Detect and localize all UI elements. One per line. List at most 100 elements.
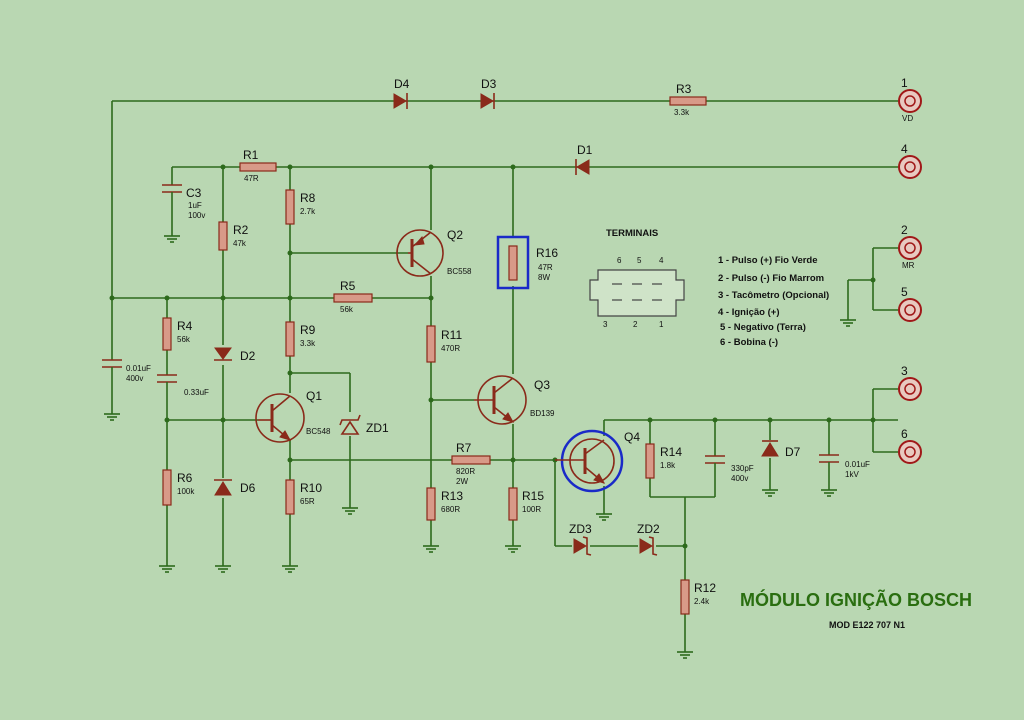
ground-icon xyxy=(423,545,439,553)
svg-text:56k: 56k xyxy=(340,305,354,314)
resistor-r13: R13 680R xyxy=(426,487,463,521)
transistor-q4: Q4 xyxy=(555,429,640,493)
svg-text:Q4: Q4 xyxy=(624,430,640,444)
svg-text:R8: R8 xyxy=(300,191,316,205)
svg-text:2.7k: 2.7k xyxy=(300,207,316,216)
diode-d7: D7 xyxy=(761,440,801,459)
capacitor-c5: 0.01uF 1kV xyxy=(819,454,870,479)
svg-text:BD139: BD139 xyxy=(530,409,555,418)
junction-dots xyxy=(109,164,876,549)
svg-text:R7: R7 xyxy=(456,441,472,455)
svg-text:R9: R9 xyxy=(300,323,316,337)
svg-text:D2: D2 xyxy=(240,349,256,363)
page-title: MÓDULO IGNIÇÃO BOSCH xyxy=(740,589,972,610)
svg-text:TERMINAIS: TERMINAIS xyxy=(606,228,658,239)
resistor-r10: R10 65R xyxy=(285,479,322,515)
resistor-r12: R12 2.4k xyxy=(680,579,716,615)
capacitor-c2: 0.33uF xyxy=(157,374,209,397)
ground-icon xyxy=(677,651,693,659)
ground-icon xyxy=(821,489,837,497)
resistor-r15: R15 100R xyxy=(508,487,544,521)
svg-text:6 - Bobina (-): 6 - Bobina (-) xyxy=(720,337,778,348)
terminal-legend: 1 - Pulso (+) Fio Verde 2 - Pulso (-) Fi… xyxy=(718,255,829,348)
svg-text:6: 6 xyxy=(617,256,622,265)
diode-d6: D6 xyxy=(214,479,256,496)
svg-text:VD: VD xyxy=(902,114,913,123)
svg-text:8W: 8W xyxy=(538,273,550,282)
ground-icon xyxy=(840,319,856,327)
svg-text:0.33uF: 0.33uF xyxy=(184,388,209,397)
terminal-3: 3 xyxy=(898,364,922,401)
svg-text:3.3k: 3.3k xyxy=(300,339,316,348)
svg-text:BC548: BC548 xyxy=(306,427,331,436)
svg-text:4 - Ignição (+): 4 - Ignição (+) xyxy=(718,307,780,318)
ground-icon xyxy=(104,413,120,421)
ground-icon xyxy=(596,513,612,521)
svg-text:R1: R1 xyxy=(243,148,259,162)
svg-text:Q1: Q1 xyxy=(306,389,322,403)
capacitor-c1: 0.01uF 400v xyxy=(102,359,151,383)
capacitor-c4: 330pF 400v xyxy=(705,455,754,483)
transistor-q2: Q2 BC558 xyxy=(396,228,472,277)
svg-text:D7: D7 xyxy=(785,445,801,459)
svg-text:ZD3: ZD3 xyxy=(569,522,592,536)
model-code: MOD E122 707 N1 xyxy=(829,620,905,630)
svg-text:D4: D4 xyxy=(394,77,410,91)
svg-text:3 - Tacômetro (Opcional): 3 - Tacômetro (Opcional) xyxy=(718,290,829,301)
svg-text:ZD2: ZD2 xyxy=(637,522,660,536)
ground-icon xyxy=(762,489,778,497)
ground-icon xyxy=(215,565,231,573)
svg-text:0.01uF: 0.01uF xyxy=(126,364,151,373)
svg-text:MR: MR xyxy=(902,261,915,270)
svg-text:3.3k: 3.3k xyxy=(674,108,690,117)
resistor-r8: R8 2.7k xyxy=(285,189,316,225)
svg-text:3: 3 xyxy=(901,364,908,378)
transistor-q3: Q3 BD139 xyxy=(474,375,555,425)
svg-text:100v: 100v xyxy=(188,211,205,220)
svg-text:47R: 47R xyxy=(538,263,553,272)
resistor-r9: R9 3.3k xyxy=(285,321,316,357)
svg-text:ZD1: ZD1 xyxy=(366,421,389,435)
svg-text:65R: 65R xyxy=(300,497,315,506)
resistor-r3: R3 3.3k xyxy=(669,82,707,117)
resistor-r2: R2 47k xyxy=(218,221,249,251)
resistor-r7: R7 820R 2W xyxy=(451,441,491,486)
svg-text:5: 5 xyxy=(901,285,908,299)
svg-text:R13: R13 xyxy=(441,489,463,503)
zener-zd2: ZD2 xyxy=(637,522,660,556)
svg-text:330pF: 330pF xyxy=(731,464,754,473)
zener-zd1: ZD1 xyxy=(339,414,389,435)
diode-d2: D2 xyxy=(214,347,256,363)
svg-text:2: 2 xyxy=(901,223,908,237)
svg-text:R14: R14 xyxy=(660,445,682,459)
svg-text:BC558: BC558 xyxy=(447,267,472,276)
svg-text:1 - Pulso (+) Fio Verde: 1 - Pulso (+) Fio Verde xyxy=(718,255,818,266)
svg-text:Q3: Q3 xyxy=(534,378,550,392)
terminal-4: 4 xyxy=(898,142,922,179)
svg-text:470R: 470R xyxy=(441,344,460,353)
diode-d4: D4 xyxy=(393,77,410,109)
svg-text:2.4k: 2.4k xyxy=(694,597,710,606)
svg-text:2: 2 xyxy=(633,320,638,329)
svg-text:47R: 47R xyxy=(244,174,259,183)
svg-text:400v: 400v xyxy=(731,474,748,483)
svg-text:D1: D1 xyxy=(577,143,593,157)
ground-icon xyxy=(342,507,358,515)
svg-text:1uF: 1uF xyxy=(188,201,202,210)
svg-text:R12: R12 xyxy=(694,581,716,595)
svg-text:Q2: Q2 xyxy=(447,228,463,242)
svg-text:2W: 2W xyxy=(456,477,468,486)
zener-zd3: ZD3 xyxy=(569,522,592,556)
svg-text:6: 6 xyxy=(901,427,908,441)
resistor-r16: R16 47R 8W xyxy=(496,235,558,290)
svg-text:100R: 100R xyxy=(522,505,541,514)
svg-text:1kV: 1kV xyxy=(845,470,859,479)
svg-text:47k: 47k xyxy=(233,239,247,248)
svg-text:820R: 820R xyxy=(456,467,475,476)
svg-text:1: 1 xyxy=(659,320,664,329)
diode-d3: D3 xyxy=(480,77,497,109)
capacitor-c3: C3 1uF 100v xyxy=(162,184,205,220)
svg-text:R3: R3 xyxy=(676,82,692,96)
resistor-r6: R6 100k xyxy=(162,469,195,506)
